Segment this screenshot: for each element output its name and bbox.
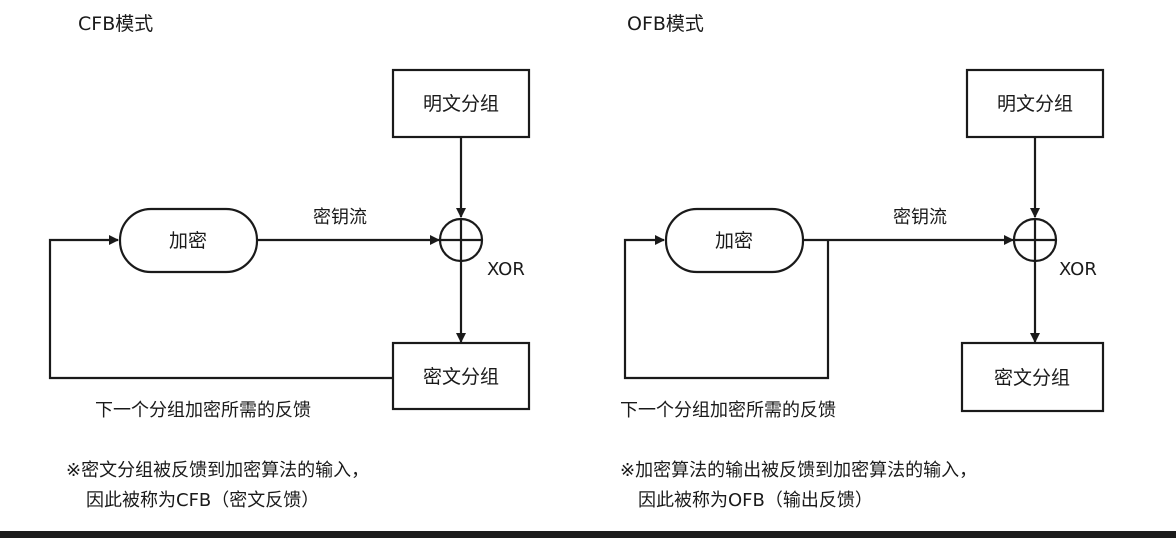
cfb-note-line1: ※密文分组被反馈到加密算法的输入， [66, 460, 369, 481]
ofb-feedback-label: 下一个分组加密所需的反馈 [620, 400, 836, 421]
cfb-encrypt-label: 加密 [169, 230, 207, 252]
ofb-ciphertext-box [960, 341, 1105, 413]
cfb-plaintext-label: 明文分组 [423, 93, 499, 115]
cfb-xor-label: XOR [487, 259, 525, 280]
ofb-ciphertext-label: 密文分组 [994, 367, 1070, 389]
ofb-encrypt-label: 加密 [715, 230, 753, 252]
cfb-xor-symbol [438, 217, 484, 263]
bottom-border [0, 531, 1176, 538]
cfb-title: CFB模式 [78, 13, 153, 35]
cfb-note-line2: 因此被称为CFB（密文反馈） [86, 490, 319, 511]
cfb-feedback-label: 下一个分组加密所需的反馈 [95, 400, 311, 421]
ofb-note-line1: ※加密算法的输出被反馈到加密算法的输入， [620, 460, 977, 481]
cfb-ciphertext-box [391, 341, 531, 411]
ofb-plaintext-label: 明文分组 [997, 93, 1073, 115]
ofb-xor-label: XOR [1059, 259, 1097, 280]
ofb-keystream-label: 密钥流 [893, 207, 947, 228]
ofb-note-line2: 因此被称为OFB（输出反馈） [638, 490, 873, 511]
cfb-diagram: CFB模式 明文分组 加密 密钥流 XOR 密文分组 下一个分组加密所需的反馈 … [48, 13, 531, 511]
cfb-keystream-label: 密钥流 [313, 207, 367, 228]
ofb-xor-symbol [1012, 217, 1058, 263]
cfb-feedback-arrow [48, 235, 393, 380]
cfb-ciphertext-label: 密文分组 [423, 366, 499, 388]
ofb-title: OFB模式 [627, 13, 704, 35]
ofb-diagram: OFB模式 明文分组 加密 密钥流 XOR 密文分组 下一个分组加密所需的反馈 … [620, 13, 1105, 511]
ofb-feedback-arrow [623, 235, 830, 380]
